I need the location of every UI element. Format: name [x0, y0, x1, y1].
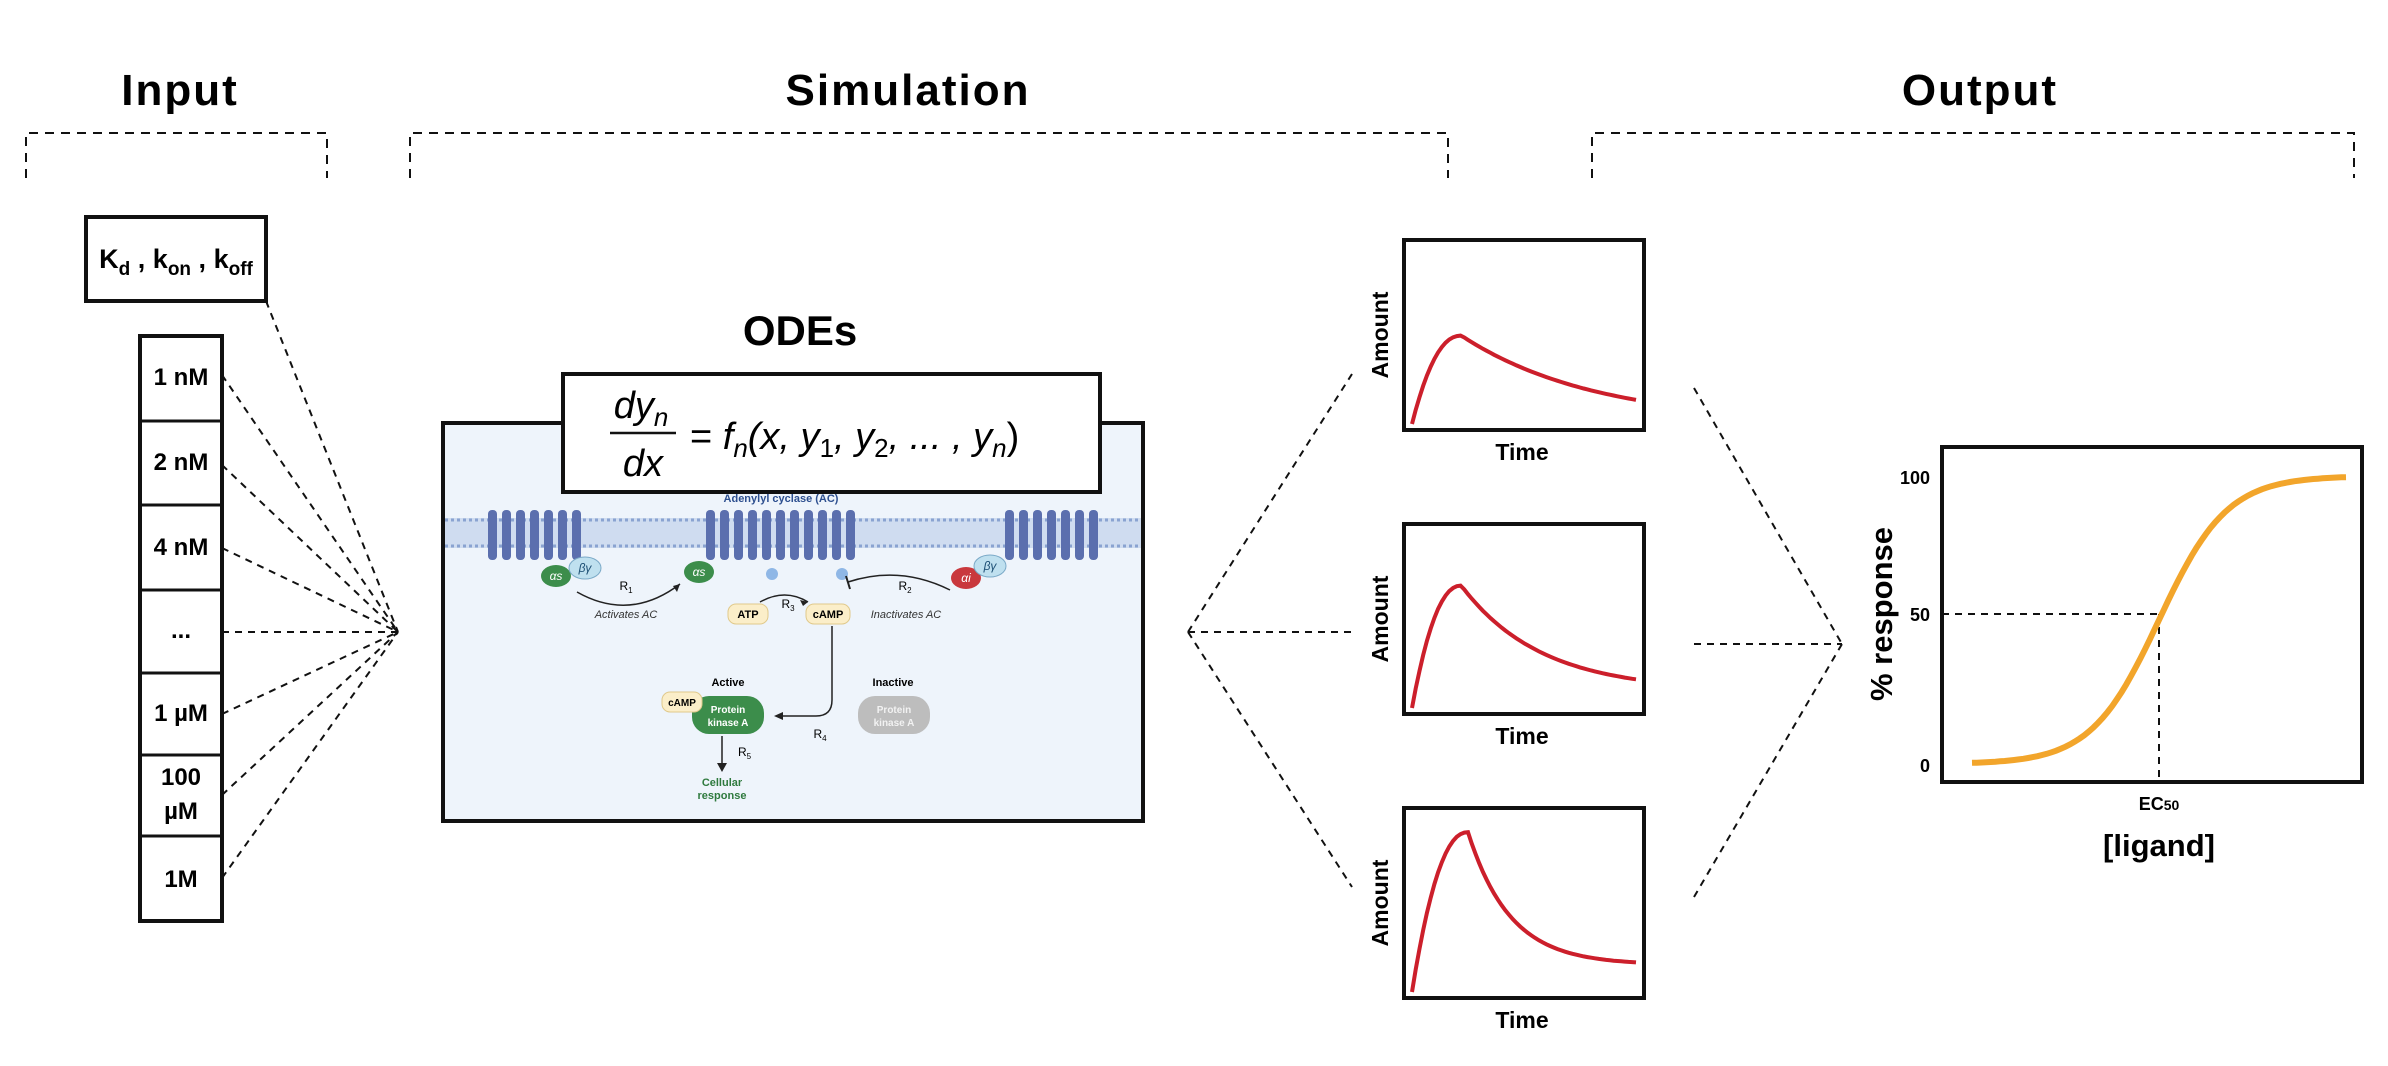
pka-inactive-node: [858, 696, 930, 734]
r4-arrow: [778, 626, 833, 717]
input-bracket: [25, 132, 328, 178]
atp-node: [727, 603, 769, 625]
svg-text:ATP: ATP: [737, 609, 758, 621]
concentration-item: 2 nM: [154, 449, 209, 476]
alpha-i-icon: [951, 567, 981, 589]
output-fan-lines: [1693, 387, 1843, 898]
timecourse-curve: [1410, 583, 1637, 709]
dose-response-plot: 100 50 0 EC50 [ligand] % response: [1864, 445, 2364, 863]
r2-label: R2: [898, 579, 912, 595]
kinetic-params-box: Kd , kon , koff: [84, 215, 268, 303]
svg-text:Protein: Protein: [877, 705, 911, 716]
simulation-bracket: [409, 132, 1449, 178]
svg-text:βγ: βγ: [983, 559, 998, 573]
input-fan-lines: [221, 300, 399, 879]
r3-label: R3: [781, 597, 795, 613]
inactivates-label: Inactivates AC: [871, 609, 942, 621]
timecourse-ylabel: Amount: [1367, 859, 1393, 946]
dose-xlabel: [ligand]: [2103, 828, 2215, 863]
output-heading: Output: [1902, 66, 2058, 115]
r2-inhibit-arrow: [847, 574, 951, 591]
r1-arrow: [576, 583, 681, 606]
ode-equation-box: dyn dx = fn(x, y1, y2, ... , yn): [561, 372, 1102, 494]
timecourse-ylabel: Amount: [1367, 291, 1393, 378]
gpcr-left-icon: [488, 510, 581, 560]
membrane-label: Adenylyl cyclase (AC): [724, 493, 839, 505]
svg-text:βγ: βγ: [578, 561, 593, 575]
timecourse-curve: [1410, 333, 1637, 425]
svg-text:response: response: [698, 790, 747, 802]
svg-text:cAMP: cAMP: [813, 609, 844, 621]
ec50-label: EC50: [2139, 794, 2180, 814]
simulation-fan-lines: [1187, 373, 1353, 888]
svg-text:Kd , kon , koff: Kd , kon , koff: [99, 244, 253, 280]
timecourse-xlabel: Time: [1495, 1007, 1548, 1033]
svg-text:αi: αi: [961, 571, 971, 585]
equation-numerator: dyn: [614, 385, 669, 432]
adenylyl-cyclase-icon: [706, 510, 855, 580]
ytick-label: 50: [1910, 605, 1930, 625]
r3-arrow: [759, 594, 809, 603]
input-heading: Input: [121, 66, 239, 115]
svg-text:cAMP: cAMP: [668, 698, 696, 709]
r1-label: R1: [619, 579, 633, 595]
timecourse-curve: [1410, 830, 1637, 993]
beta-gamma-right-icon: [973, 554, 1007, 578]
ytick-label: 0: [1920, 756, 1930, 776]
beta-gamma-left-icon: [568, 556, 602, 580]
svg-text:kinase A: kinase A: [874, 718, 915, 729]
concentration-item: 1 µM: [154, 700, 208, 727]
alpha-s-active-icon: [684, 561, 714, 583]
timecourse-plot-1: Time Amount: [1367, 238, 1646, 465]
timecourse-xlabel: Time: [1495, 723, 1548, 749]
camp-node: [805, 603, 851, 625]
simulation-heading: Simulation: [786, 66, 1031, 115]
alpha-s-label: αs: [550, 569, 563, 583]
r5-label: R5: [738, 745, 752, 761]
activates-label: Activates AC: [594, 609, 658, 621]
r4-label: R4: [813, 727, 827, 743]
camp-bound-node: [661, 691, 703, 713]
concentration-item: ...: [171, 617, 191, 644]
timecourse-plot-2: Time Amount: [1367, 522, 1646, 749]
concentration-item: 1 nM: [154, 364, 209, 391]
cellular-response-label: Cellular: [702, 777, 743, 789]
equation-denominator: dx: [623, 443, 665, 485]
concentration-item: 1M: [164, 866, 197, 893]
pka-active-node: [692, 696, 764, 734]
inactive-label: Inactive: [873, 677, 914, 689]
timecourse-ylabel: Amount: [1367, 575, 1393, 662]
svg-text:Protein: Protein: [711, 705, 745, 716]
svg-text:αs: αs: [693, 565, 706, 579]
dose-response-curve: [1971, 474, 2347, 766]
active-label: Active: [711, 677, 744, 689]
timecourse-plot-3: Time Amount: [1367, 806, 1646, 1033]
concentration-item: 4 nM: [154, 534, 209, 561]
odes-title: ODEs: [743, 307, 857, 354]
output-bracket: [1591, 132, 2355, 178]
timecourse-xlabel: Time: [1495, 439, 1548, 465]
svg-text:kinase A: kinase A: [708, 718, 749, 729]
gpcr-right-icon: [1005, 510, 1098, 560]
alpha-s-icon: [541, 565, 571, 587]
ytick-label: 100: [1900, 468, 1930, 488]
equation-rhs: = fn(x, y1, y2, ... , yn): [690, 416, 1019, 463]
dose-ylabel: % response: [1864, 527, 1899, 701]
